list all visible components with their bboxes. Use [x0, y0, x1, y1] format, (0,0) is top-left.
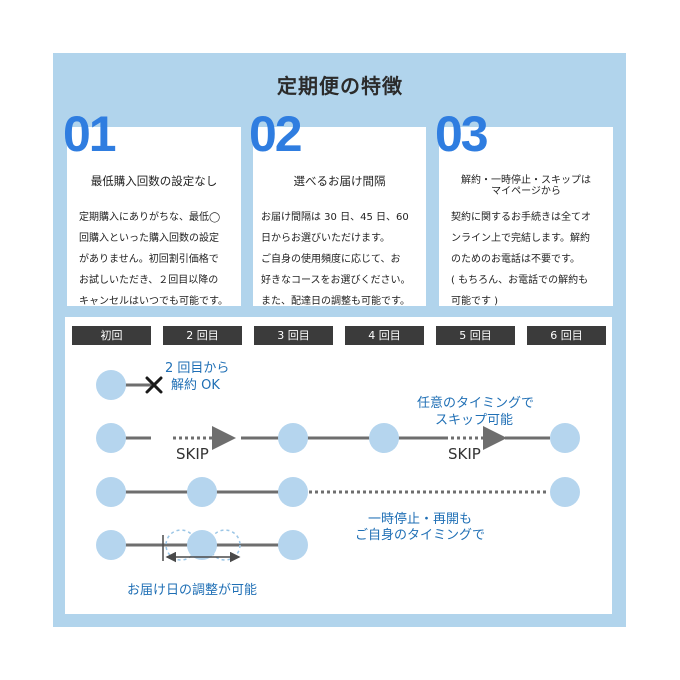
delivery-circle — [187, 477, 217, 507]
delivery-circle — [278, 477, 308, 507]
feature-card-2: 02 選べるお届け間隔 お届け間隔は 30 日、45 日、60 日からお選びいた… — [249, 109, 426, 307]
delivery-circle — [96, 530, 126, 560]
skip-label: SKIP — [176, 445, 209, 463]
card-line: がありません。初回割引価格で — [79, 254, 219, 265]
card-line: ご自身の使用頻度に応じて、お — [261, 254, 401, 265]
skip-note-line1: 任意のタイミングで — [417, 395, 534, 411]
delivery-circle — [550, 423, 580, 453]
delivery-header-2: 2 回目 — [163, 326, 242, 345]
card-line: ( もちろん、お電話での解約も — [451, 275, 589, 286]
card-line: キャンセルはいつでも可能です。 — [79, 296, 228, 307]
card-line: 契約に関するお手続きは全てオ — [451, 212, 591, 223]
card-heading: 選べるお届け間隔 — [293, 174, 386, 188]
card-line: お届け間隔は 30 日、45 日、60 — [261, 212, 409, 223]
delivery-header-4: 4 回目 — [345, 326, 424, 345]
feature-card-3: 03 解約・一時停止・スキップは マイページから 契約に関するお手続きは全てオ … — [435, 109, 613, 307]
delivery-circle — [278, 530, 308, 560]
timeline-diagram: 2 回目から 解約 OK SKIP SKIP 任意のタイミングで スキップ可能 … — [96, 361, 580, 598]
card-line: 日からお選びいただけます。 — [261, 233, 390, 244]
delivery-circle — [278, 423, 308, 453]
delivery-circle — [369, 423, 399, 453]
pause-note-line1: 一時停止・再開も — [368, 511, 472, 527]
card-heading: 解約・一時停止・スキップは — [461, 175, 591, 186]
card-heading: 最低購入回数の設定なし — [90, 174, 218, 188]
card-line: 好きなコースをお選びください。 — [261, 275, 411, 286]
card-body: 契約に関するお手続きは全てオ ンライン上で完結します。解約 のためのお電話は不要… — [451, 207, 605, 312]
skip-note-line2: スキップ可能 — [435, 413, 513, 428]
card-line: 定期購入にありがちな、最低◯ — [79, 212, 221, 223]
card-number: 03 — [435, 106, 489, 162]
card-line: のためのお電話は不要です。 — [451, 254, 580, 265]
cancel-label-line2: 解約 OK — [171, 378, 220, 393]
delivery-circle — [187, 530, 217, 560]
pause-note-line2: ご自身のタイミングで — [355, 527, 485, 543]
adjust-ghost-circle — [209, 529, 241, 561]
cancel-x-icon — [145, 376, 163, 394]
card-line: また、配達日の調整も可能です。 — [261, 296, 410, 307]
cancel-label-line1: 2 回目から — [165, 361, 229, 376]
card-number: 01 — [63, 106, 117, 162]
adjust-note: お届け日の調整が可能 — [127, 583, 257, 598]
card-line: 可能です ) — [451, 296, 499, 307]
card-body: 定期購入にありがちな、最低◯ 回購入といった購入回数の設定 がありません。初回割… — [79, 207, 233, 312]
card-heading-sub: マイページから — [491, 186, 561, 197]
delivery-header-1: 初回 — [72, 326, 151, 345]
delivery-circle — [96, 370, 126, 400]
delivery-circle — [550, 477, 580, 507]
feature-card-1: 01 最低購入回数の設定なし 定期購入にありがちな、最低◯ 回購入といった購入回… — [63, 109, 241, 307]
delivery-circle — [96, 423, 126, 453]
delivery-circle — [96, 477, 126, 507]
card-number: 02 — [249, 106, 303, 162]
delivery-header-3: 3 回目 — [254, 326, 333, 345]
card-line: お試しいただき、２回目以降の — [79, 275, 219, 286]
delivery-header-6: 6 回目 — [527, 326, 606, 345]
card-body: お届け間隔は 30 日、45 日、60 日からお選びいただけます。 ご自身の使用… — [261, 207, 418, 312]
page-title: 定期便の特徴 — [277, 74, 403, 98]
timeline-panel: 初回 2 回目 3 回目 4 回目 5 回目 6 回目 2 回目から 解約 OK — [65, 317, 612, 614]
delivery-header-5: 5 回目 — [436, 326, 515, 345]
card-line: ンライン上で完結します。解約 — [451, 233, 590, 244]
skip-label: SKIP — [448, 445, 481, 463]
card-line: 回購入といった購入回数の設定 — [79, 233, 219, 244]
